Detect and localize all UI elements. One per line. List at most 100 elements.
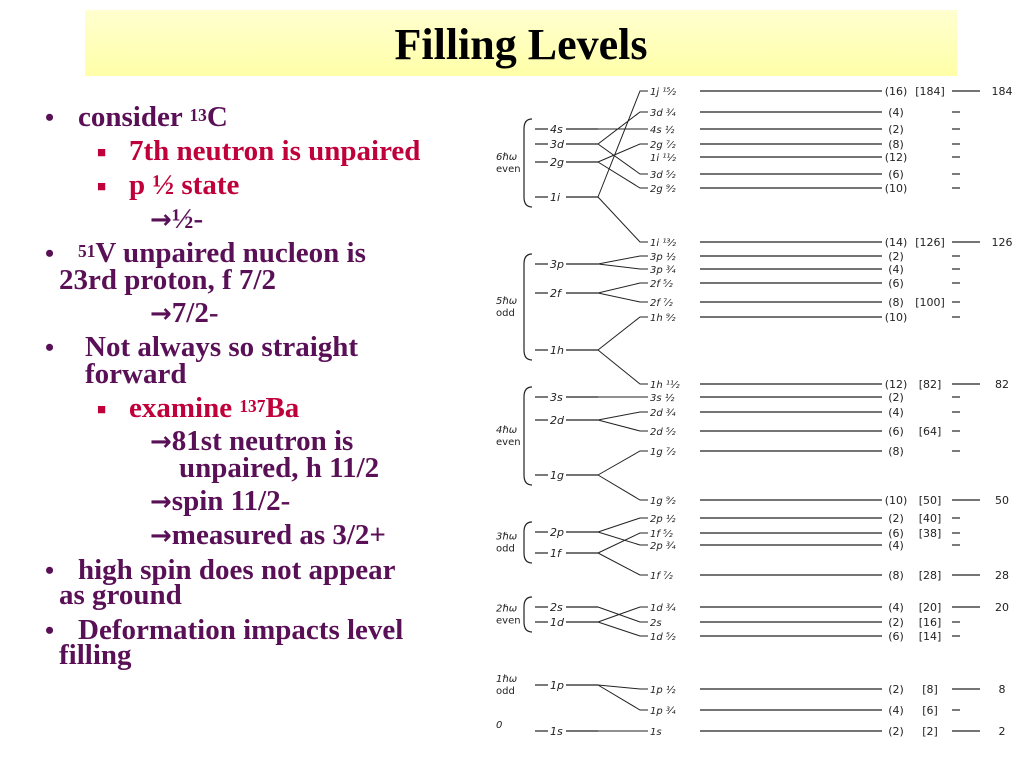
cumulative-label: [126]	[915, 236, 945, 249]
level-connector	[597, 684, 648, 711]
parity-label: odd	[496, 686, 515, 697]
split-level-label: 2f ⁷⁄₂	[650, 298, 673, 309]
occupancy-label: (8)	[888, 296, 904, 309]
occupancy-label: (2)	[888, 683, 904, 696]
cumulative-label: [184]	[915, 85, 945, 98]
split-level-label: 3s ½	[650, 392, 675, 404]
magic-number: 184	[992, 85, 1013, 98]
result-81st-neutron: →81st neutron is unpaired, h 11/2	[150, 425, 380, 484]
magic-number: 20	[995, 601, 1009, 614]
page-title: Filling Levels	[394, 20, 648, 69]
occupancy-label: (8)	[888, 445, 904, 458]
cumulative-label: [20]	[919, 601, 942, 614]
arrow-right-icon: →	[150, 521, 172, 551]
split-level-label: 1f ⁵⁄₂	[650, 529, 673, 540]
split-level-label: 1d ¾	[650, 603, 676, 614]
parity-label: odd	[496, 544, 515, 555]
occupancy-label: (10)	[885, 182, 908, 195]
cumulative-label: [28]	[919, 569, 942, 582]
split-level-label: 4s ½	[650, 124, 675, 136]
result-measured: →measured as 3/2+	[150, 519, 386, 551]
level-connector	[597, 143, 648, 175]
oscillator-number: 4ℏω	[496, 425, 517, 436]
level-connector	[597, 292, 648, 303]
level-connector	[597, 411, 648, 421]
shell-level-label: 1s	[550, 725, 563, 738]
split-level-label: 1h ⁹⁄₂	[650, 313, 676, 324]
split-level-label: 2p ¾	[650, 541, 676, 552]
occupancy-label: (2)	[888, 616, 904, 629]
magic-number: 8	[999, 683, 1006, 696]
shell-level-label: 2g	[550, 156, 564, 169]
parity-label: even	[496, 616, 521, 627]
level-connector	[597, 532, 648, 554]
isotope-mass: 13	[189, 105, 207, 125]
level-connector	[597, 316, 648, 351]
occupancy-label: (2)	[888, 725, 904, 738]
level-connector	[597, 349, 648, 385]
level-connector	[597, 474, 648, 501]
arrow-right-icon: →	[150, 427, 172, 457]
occupancy-label: (4)	[888, 704, 904, 717]
occupancy-label: (4)	[888, 539, 904, 552]
occupancy-label: (8)	[888, 138, 904, 151]
cumulative-label: [16]	[919, 616, 942, 629]
shell-brace	[523, 118, 533, 208]
level-connector	[597, 606, 648, 623]
shell-level-label: 2d	[550, 414, 565, 427]
cumulative-label: [64]	[919, 425, 942, 438]
split-level-label: 2g ⁷⁄₂	[650, 140, 676, 151]
shell-level-label: 1g	[550, 469, 564, 482]
occupancy-label: (2)	[888, 512, 904, 525]
occupancy-label: (16)	[885, 85, 908, 98]
split-level-label: 1h ¹¹⁄₂	[650, 380, 680, 391]
occupancy-label: (4)	[888, 406, 904, 419]
occupancy-label: (6)	[888, 277, 904, 290]
split-level-label: 2g ⁹⁄₂	[650, 184, 676, 195]
title-bar: Filling Levels	[85, 10, 957, 76]
cumulative-label: [50]	[919, 494, 942, 507]
split-level-label: 2d ⁵⁄₂	[650, 427, 676, 438]
shell-level-label: 1i	[550, 191, 560, 204]
level-connector	[597, 552, 648, 576]
isotope-symbol: C	[206, 101, 228, 133]
occupancy-label: (6)	[888, 527, 904, 540]
cumulative-label: [40]	[919, 512, 942, 525]
split-level-label: 2s	[650, 618, 662, 629]
shell-brace	[523, 596, 533, 633]
split-level-label: 1g ⁷⁄₂	[650, 447, 676, 458]
split-level-label: 2f ⁵⁄₂	[650, 279, 673, 290]
occupancy-label: (2)	[888, 391, 904, 404]
isotope-mass: 51	[78, 241, 96, 261]
shell-level-label: 2f	[550, 287, 563, 300]
level-connector	[597, 111, 648, 145]
level-connector	[597, 517, 648, 533]
result-seven-halves: →7/2-	[150, 297, 219, 329]
shell-brace	[523, 253, 533, 361]
level-connector	[597, 606, 648, 623]
split-level-label: 3p ¾	[650, 265, 676, 276]
occupancy-label: (4)	[888, 601, 904, 614]
occupancy-label: (10)	[885, 311, 908, 324]
split-level-label: 1p ½	[650, 684, 676, 696]
occupancy-label: (10)	[885, 494, 908, 507]
level-connector	[597, 143, 648, 163]
shell-level-label: 1p	[550, 679, 564, 692]
occupancy-label: (6)	[888, 425, 904, 438]
occupancy-label: (4)	[888, 106, 904, 119]
occupancy-label: (6)	[888, 168, 904, 181]
split-level-label: 3d ⁵⁄₂	[650, 170, 676, 181]
parity-label: odd	[496, 308, 515, 319]
bullet-text: consider	[78, 101, 190, 133]
split-level-label: 3d ¾	[650, 108, 676, 119]
oscillator-number: 5ℏω	[496, 296, 517, 307]
shell-level-label: 1d	[550, 616, 565, 629]
split-level-label: 1g ⁹⁄₂	[650, 496, 676, 507]
cumulative-label: [8]	[922, 683, 938, 696]
level-connector	[597, 161, 648, 189]
magic-number: 82	[995, 378, 1009, 391]
occupancy-label: (2)	[888, 250, 904, 263]
level-connector	[597, 90, 648, 198]
level-connector	[597, 255, 648, 265]
split-level-label: 2p ½	[650, 513, 676, 525]
